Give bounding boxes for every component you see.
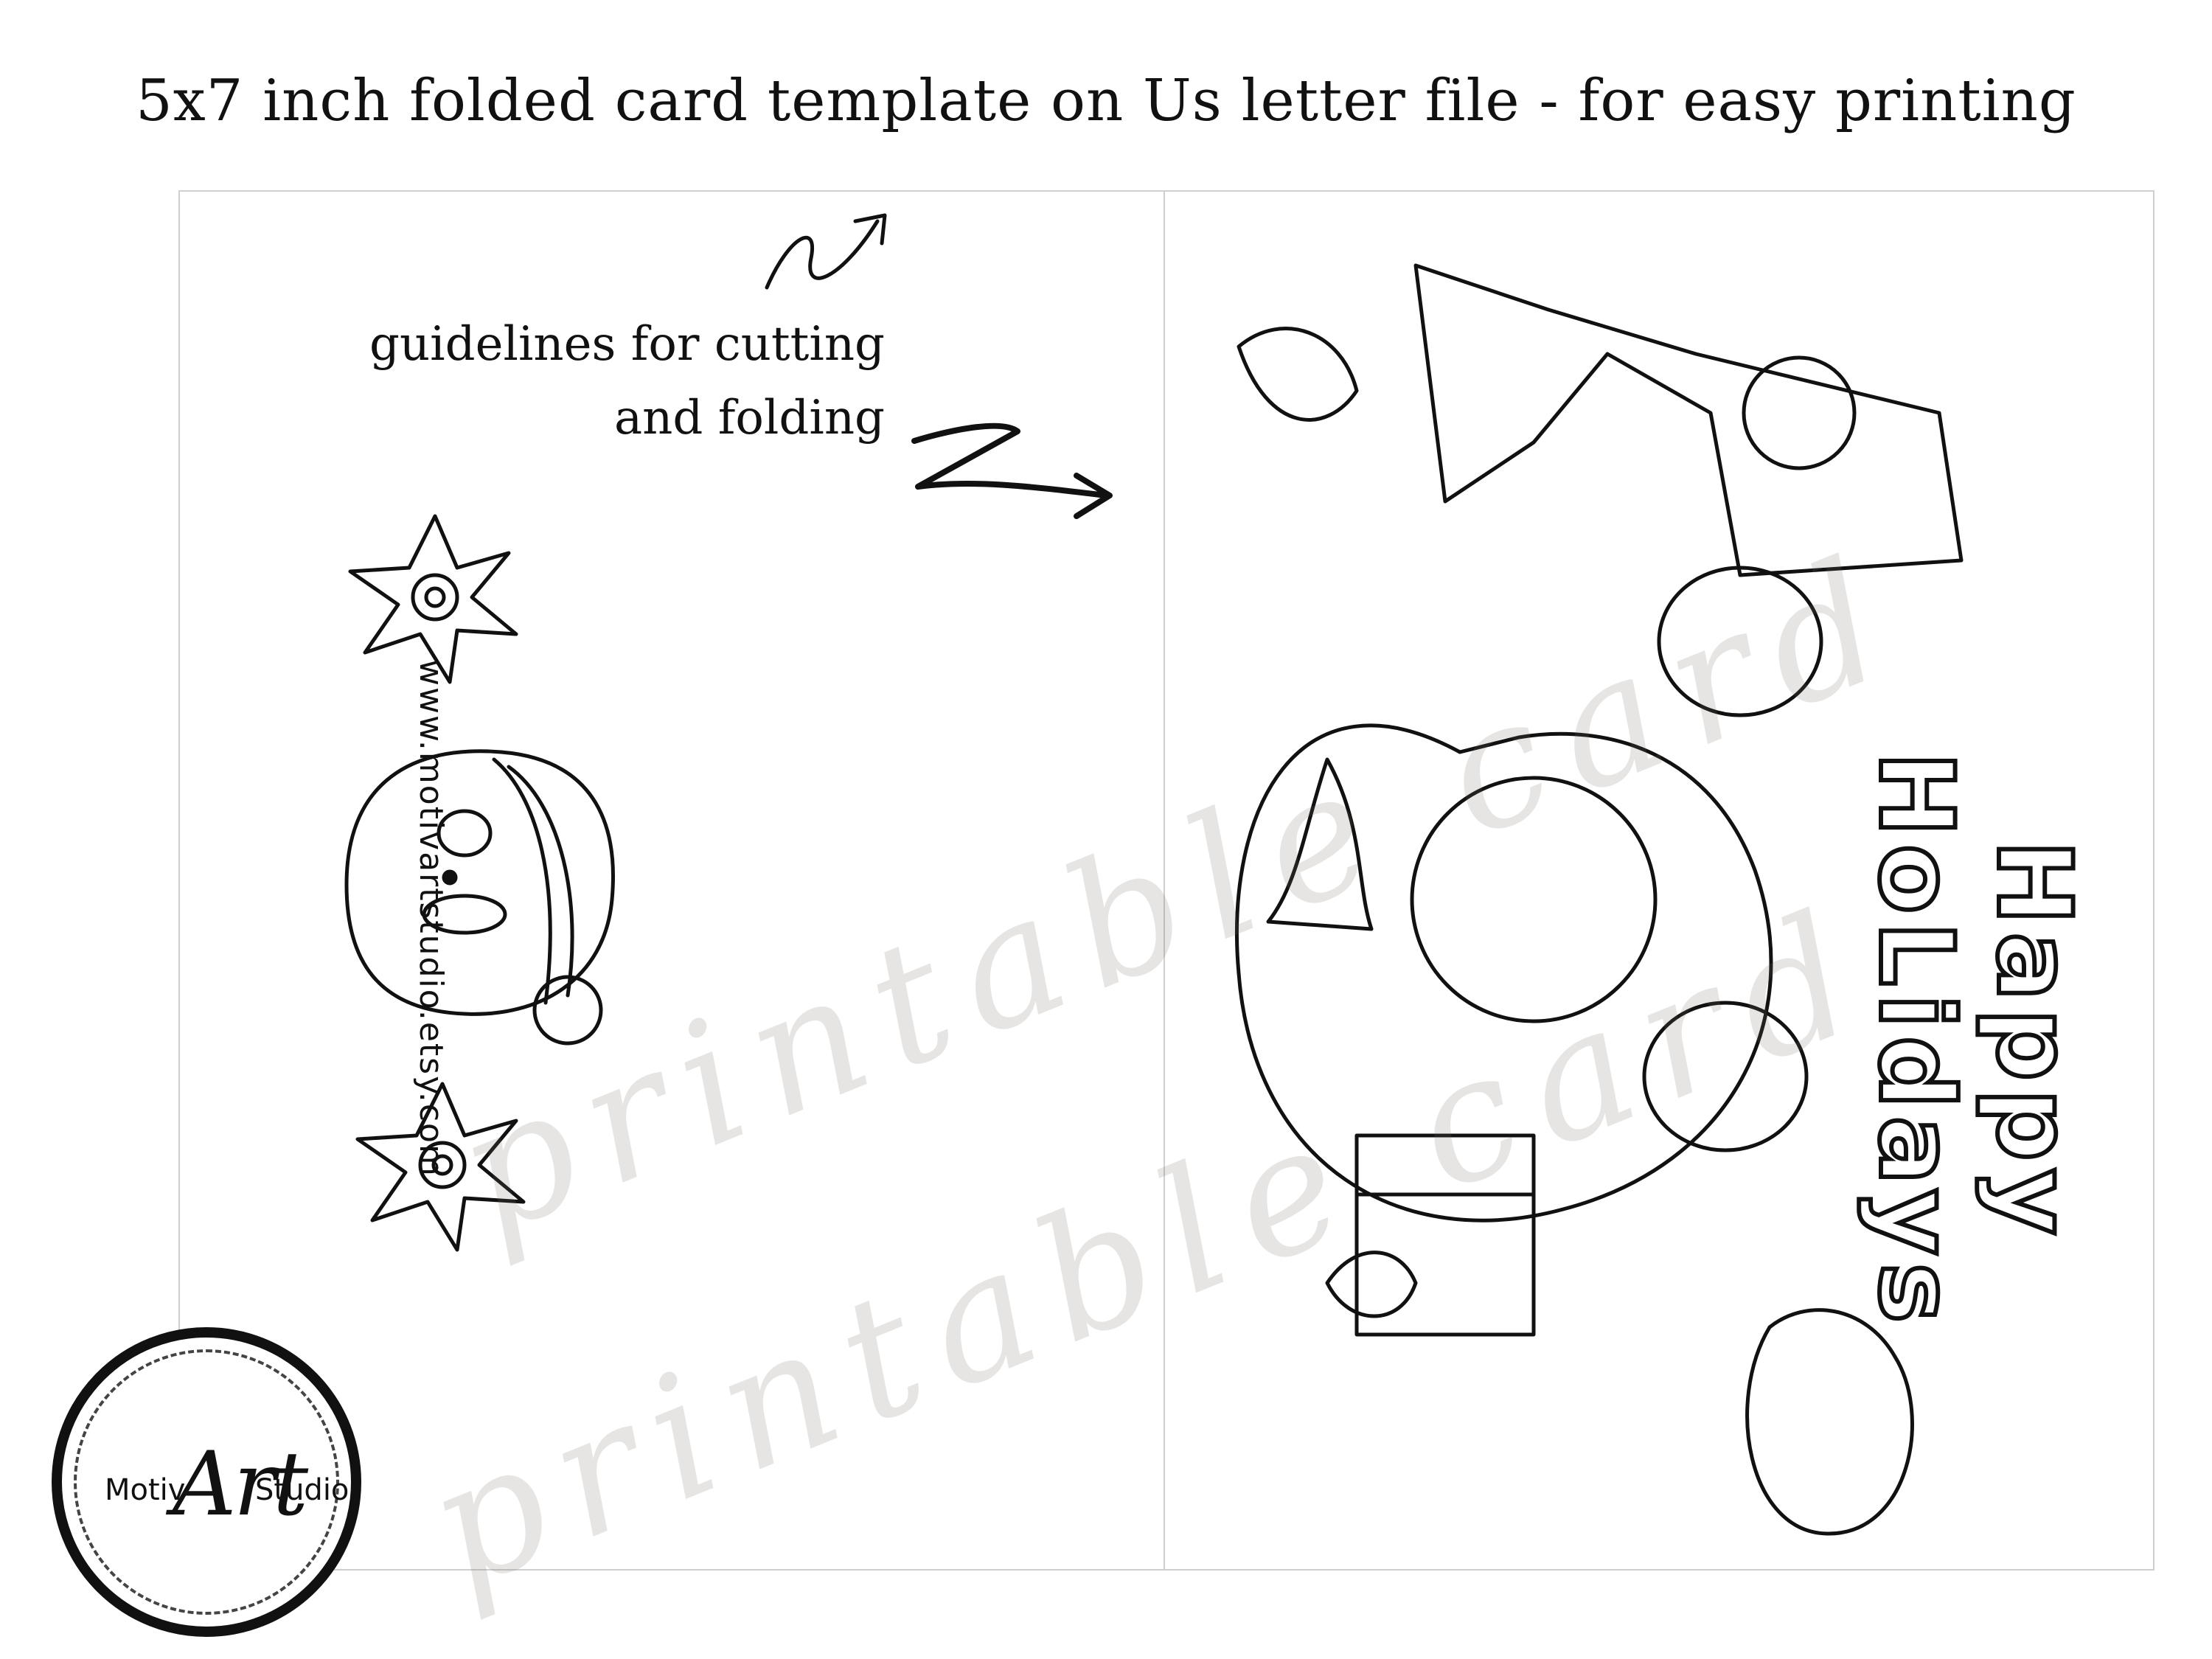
arrow-right-icon xyxy=(911,422,1113,519)
reindeer-icon xyxy=(1745,1308,1914,1536)
brand-logo: Motiv Art Studio xyxy=(52,1327,361,1637)
bell-icon xyxy=(1266,757,1374,931)
fold-line xyxy=(1164,190,1165,1571)
card-sheet xyxy=(178,190,2154,1571)
page-title: 5x7 inch folded card template on Us lett… xyxy=(136,68,2076,134)
logo-text-middle: Art xyxy=(173,1433,308,1536)
bear-head-icon xyxy=(1742,355,1857,470)
guidelines-label-line1: guidelines for cutting xyxy=(369,317,885,372)
logo-text-left: Motiv xyxy=(105,1473,186,1507)
snowman-head-icon xyxy=(1642,1001,1809,1152)
logo-text-right: Studio xyxy=(255,1473,349,1507)
santa-face-icon xyxy=(344,749,615,1046)
christmas-scene-illustration xyxy=(1235,263,1964,1536)
elf-icon xyxy=(1325,1251,1418,1318)
logo-dashed-ring xyxy=(74,1349,339,1615)
poinsettia-icon xyxy=(348,514,518,684)
snowman-head-icon xyxy=(1657,566,1823,717)
guidelines-label-line2: and folding xyxy=(614,391,885,445)
tree-shape xyxy=(1413,263,1964,577)
greeting-text: Happy HoLidays xyxy=(1854,749,2096,1332)
elf-icon xyxy=(1237,327,1359,422)
poinsettia-icon xyxy=(355,1082,526,1252)
ornament-circle xyxy=(1410,776,1658,1023)
number-eight-outline xyxy=(1235,723,1773,1222)
gift-box-icon xyxy=(1354,1133,1536,1337)
arrow-up-icon xyxy=(765,213,887,290)
